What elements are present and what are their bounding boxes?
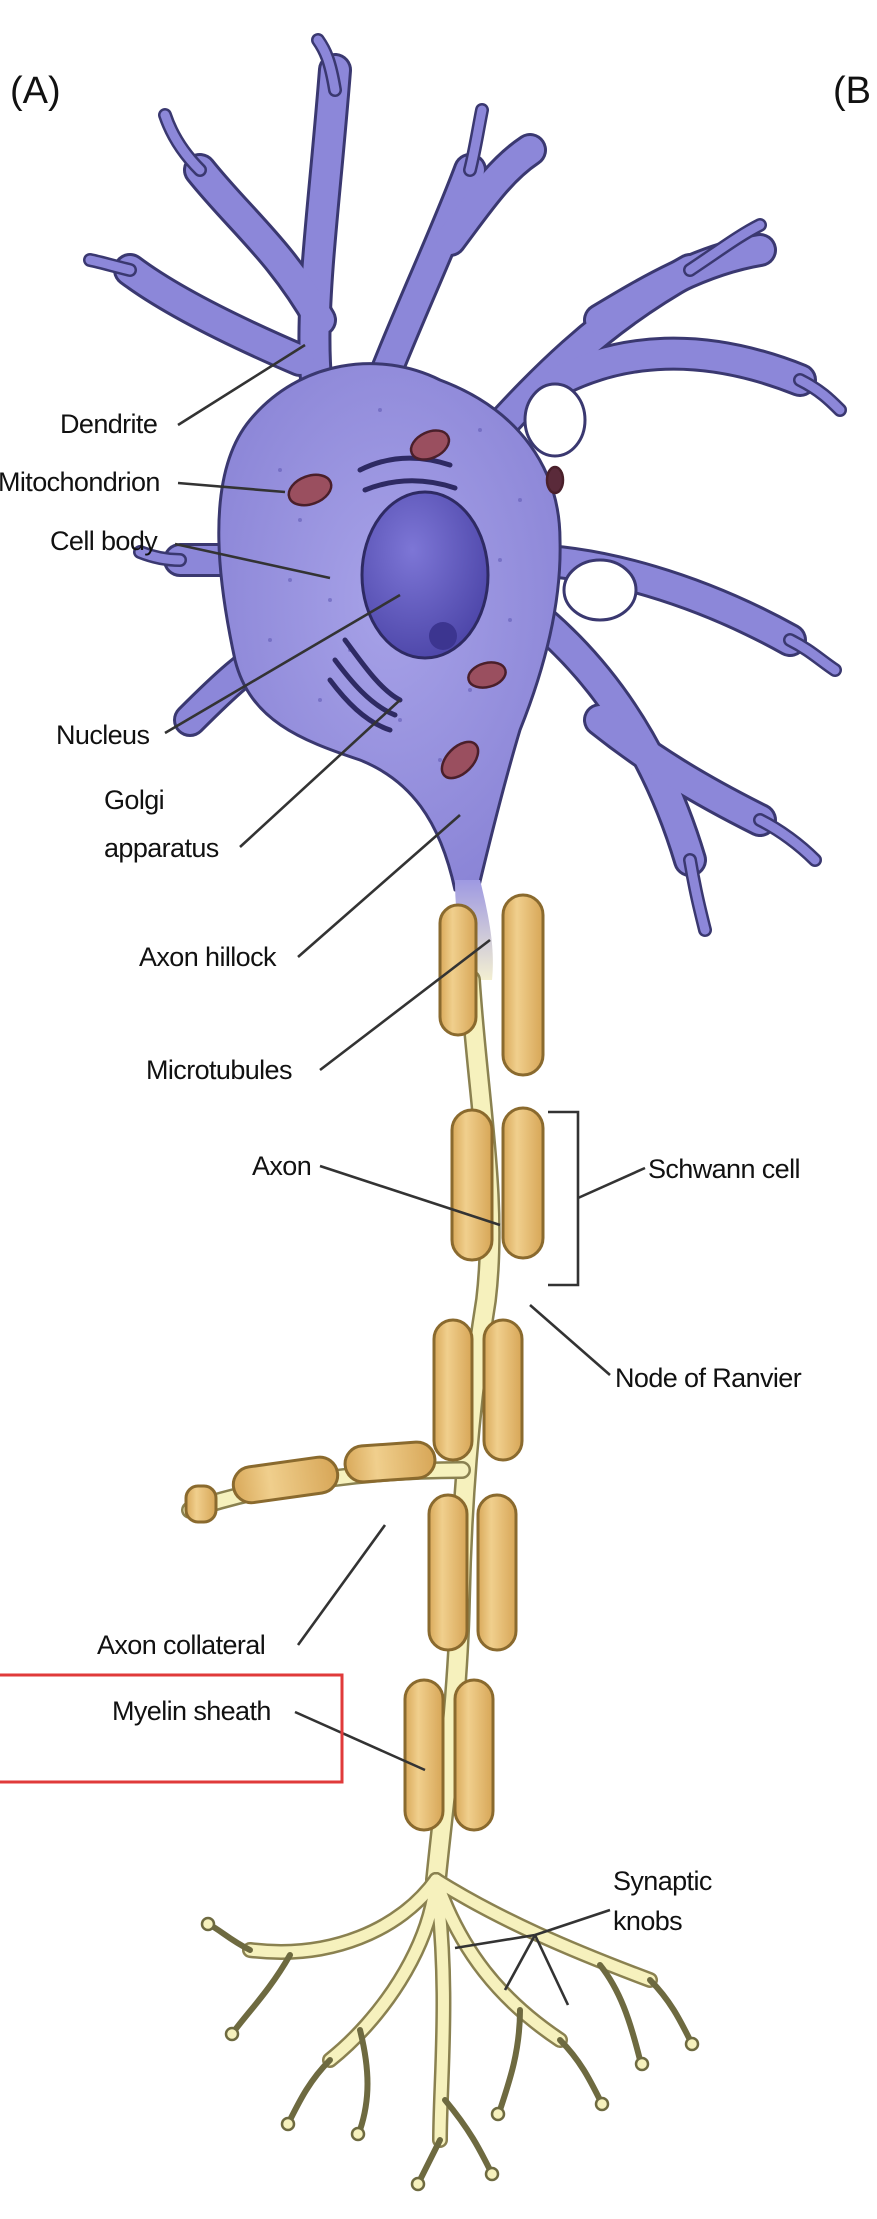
schwann-cell-bracket	[548, 1110, 580, 1287]
label-nucleus: Nucleus	[56, 720, 149, 750]
label-golgi-line1: Golgi	[104, 785, 164, 815]
label-axon: Axon	[252, 1151, 311, 1181]
label-dendrite: Dendrite	[60, 409, 157, 439]
label-microtubules: Microtubules	[146, 1055, 292, 1085]
cytoplasm-texture	[268, 408, 522, 762]
label-cell-body: Cell body	[50, 526, 158, 556]
leader-lines	[164, 343, 646, 2006]
label-synaptic-line1: Synaptic	[613, 1866, 712, 1896]
mitochondria	[287, 429, 565, 780]
nucleolus	[429, 622, 457, 650]
panel-label-b: (B	[833, 70, 871, 112]
panel-label-a: (A)	[10, 70, 61, 112]
label-myelin-sheath: Myelin sheath	[112, 1696, 271, 1726]
label-axon-hillock: Axon hillock	[139, 942, 277, 972]
nucleus	[360, 490, 490, 660]
myelin-sheath-highlight-box	[0, 1673, 344, 1784]
label-axon-collateral: Axon collateral	[97, 1630, 265, 1660]
myelin-sheath	[184, 893, 545, 1832]
label-mitochondrion: Mitochondrion	[0, 467, 160, 497]
label-synaptic-line2: knobs	[613, 1906, 682, 1936]
labels: Dendrite Mitochondrion Cell body Nucleus…	[0, 409, 802, 1936]
label-golgi-line2: apparatus	[104, 833, 219, 863]
label-schwann-cell: Schwann cell	[648, 1154, 800, 1184]
label-node-of-ranvier: Node of Ranvier	[615, 1363, 802, 1393]
